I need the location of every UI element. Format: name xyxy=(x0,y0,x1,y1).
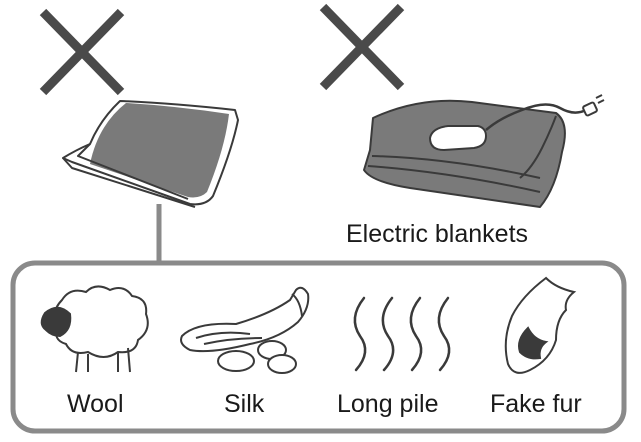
sheep-icon xyxy=(40,285,149,373)
fake-fur-label: Fake fur xyxy=(490,390,582,418)
electric-blanket-icon xyxy=(363,94,605,208)
long-pile-label: Long pile xyxy=(337,390,439,418)
blanket-icon xyxy=(62,100,239,208)
electric-blankets-label: Electric blankets xyxy=(346,220,529,248)
fox-tail-icon xyxy=(504,276,577,374)
wool-label: Wool xyxy=(67,390,124,418)
x-mark-icon xyxy=(319,3,405,91)
x-mark-icon xyxy=(39,8,125,96)
silk-label: Silk xyxy=(224,390,265,418)
fabric-group-frame xyxy=(10,260,627,434)
silk-cocoon-icon xyxy=(180,286,310,374)
long-pile-icon xyxy=(353,296,451,372)
